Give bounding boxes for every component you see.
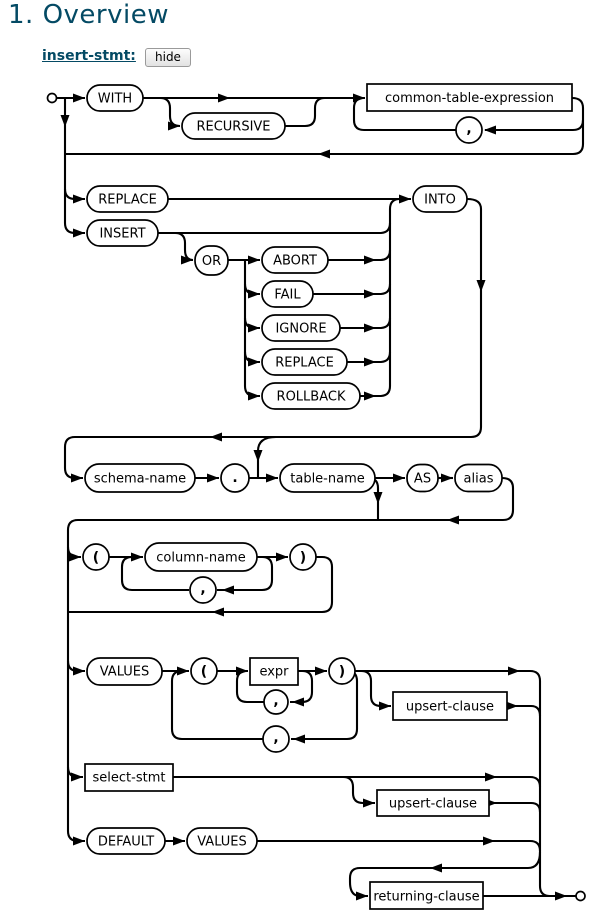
node-keyword-or: OR <box>194 245 229 276</box>
node-label: INSERT <box>99 227 145 242</box>
node-label: RECURSIVE <box>196 120 270 135</box>
node-label: AS <box>414 472 431 487</box>
node-nonterminal-expr[interactable]: expr <box>249 657 299 686</box>
node-literal-rparen-2: ) <box>328 657 356 685</box>
node-label: expr <box>259 665 289 680</box>
node-label: . <box>232 470 237 486</box>
node-literal-rparen-1: ) <box>289 543 317 571</box>
node-label: , <box>273 693 278 709</box>
node-label: select-stmt <box>93 771 166 786</box>
node-token-alias: alias <box>454 463 503 493</box>
node-label: IGNORE <box>275 322 326 337</box>
node-label: ( <box>201 664 207 680</box>
node-keyword-ignore: IGNORE <box>261 314 341 342</box>
node-label: REPLACE <box>98 193 157 208</box>
node-label: ABORT <box>273 254 317 269</box>
node-label: OR <box>202 254 221 269</box>
node-label: VALUES <box>197 835 247 850</box>
node-nonterminal-upsert-clause-2[interactable]: upsert-clause <box>376 789 490 817</box>
node-label: VALUES <box>100 665 150 680</box>
node-token-table-name: table-name <box>279 463 376 493</box>
node-label: alias <box>464 472 494 487</box>
node-label: returning-clause <box>373 890 479 905</box>
node-keyword-replace-2: REPLACE <box>261 348 348 376</box>
node-keyword-recursive: RECURSIVE <box>181 112 286 140</box>
node-label: ( <box>93 550 99 566</box>
node-literal-lparen-2: ( <box>190 657 218 685</box>
node-keyword-as: AS <box>406 463 439 493</box>
node-label: FAIL <box>274 288 301 303</box>
node-literal-dot: . <box>220 463 250 493</box>
node-literal-comma-4: , <box>262 725 290 753</box>
node-keyword-with: WITH <box>86 84 144 112</box>
node-keyword-fail: FAIL <box>261 280 314 308</box>
node-keyword-insert: INSERT <box>86 219 159 247</box>
node-nonterminal-upsert-clause-1[interactable]: upsert-clause <box>392 691 508 721</box>
node-label: column-name <box>156 551 245 566</box>
node-nonterminal-select-stmt[interactable]: select-stmt <box>84 763 174 792</box>
node-label: table-name <box>290 472 364 487</box>
node-label: , <box>466 121 471 137</box>
node-label: ) <box>300 550 306 566</box>
node-keyword-default: DEFAULT <box>86 827 166 855</box>
node-nonterminal-common-table-expression[interactable]: common-table-expression <box>366 83 573 112</box>
node-label: INTO <box>424 193 456 208</box>
node-literal-comma-1: , <box>455 116 483 144</box>
node-label: WITH <box>98 92 132 107</box>
start-terminal-icon <box>46 92 58 104</box>
node-label: upsert-clause <box>406 700 494 715</box>
node-literal-lparen-1: ( <box>82 543 110 571</box>
node-label: schema-name <box>94 472 186 487</box>
node-label: , <box>200 581 205 597</box>
insert-stmt-link[interactable]: insert-stmt: <box>42 48 136 64</box>
node-keyword-replace: REPLACE <box>86 185 169 213</box>
node-keyword-values-2: VALUES <box>186 827 258 855</box>
node-label: DEFAULT <box>98 835 154 850</box>
node-keyword-into: INTO <box>412 185 468 213</box>
node-nonterminal-returning-clause[interactable]: returning-clause <box>369 881 484 910</box>
node-literal-comma-2: , <box>189 576 217 604</box>
hide-button[interactable]: hide <box>145 48 191 67</box>
page-title: 1. Overview <box>8 0 169 30</box>
node-label: , <box>273 730 278 746</box>
node-label: common-table-expression <box>385 91 554 106</box>
node-literal-comma-3: , <box>263 689 289 715</box>
node-token-schema-name: schema-name <box>84 463 196 493</box>
node-label: ) <box>339 664 345 680</box>
node-keyword-values: VALUES <box>86 657 163 686</box>
node-label: upsert-clause <box>389 797 477 812</box>
node-token-column-name: column-name <box>144 542 258 572</box>
node-keyword-rollback: ROLLBACK <box>261 382 361 410</box>
node-label: ROLLBACK <box>277 390 346 405</box>
node-label: REPLACE <box>275 356 334 371</box>
end-terminal-icon <box>575 890 586 902</box>
node-keyword-abort: ABORT <box>261 246 329 274</box>
